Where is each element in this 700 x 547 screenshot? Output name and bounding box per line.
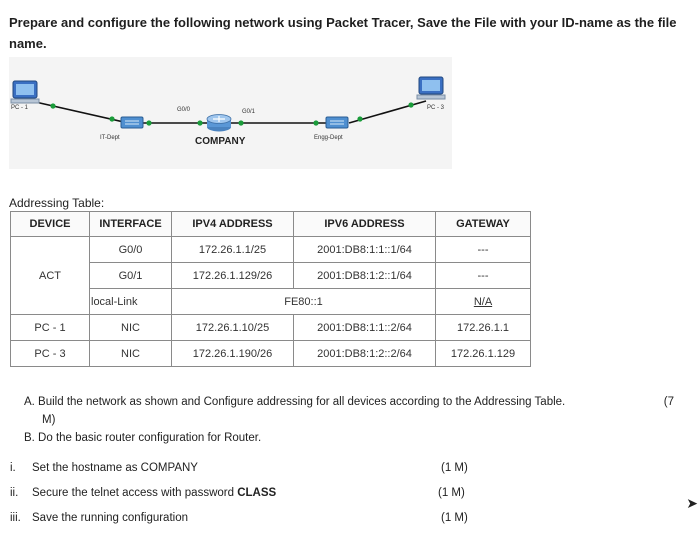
gateway-cell: ---: [435, 262, 531, 289]
pc-left-label: PC - 1: [11, 105, 29, 111]
subtask-password: CLASS: [237, 487, 277, 499]
task-a-mark: (7: [663, 396, 674, 408]
table-row: PC - 3 NIC 172.26.1.190/26 2001:DB8:1:2:…: [10, 340, 531, 367]
subtask-item: ii. Secure the telnet access with passwor…: [10, 487, 276, 499]
subtask-text: Secure the telnet access with password: [32, 487, 238, 499]
device-cell: PC - 3: [10, 340, 90, 367]
cursor-arrow-icon: ➤: [686, 495, 698, 511]
task-b-text: B. Do the basic router configuration for…: [24, 432, 262, 444]
subtask-number: iii.: [10, 512, 21, 524]
ipv6-cell: 2001:DB8:1:2::2/64: [293, 340, 436, 367]
pc-left-icon: [10, 80, 40, 104]
router-label: COMPANY: [195, 136, 246, 147]
switch-right-icon: [325, 116, 349, 129]
header-ipv4: IPV4 ADDRESS: [171, 211, 294, 237]
ipv6-cell: 2001:DB8:1:1::1/64: [293, 236, 436, 263]
ipv4-cell: 172.26.1.1/25: [171, 236, 294, 263]
switch-right-label: Engg-Dept: [314, 135, 343, 141]
gateway-cell-link-local: N/A: [435, 288, 531, 315]
header-device: DEVICE: [10, 211, 90, 237]
port-right-label: G0/1: [242, 109, 256, 115]
ipv4-cell: 172.26.1.190/26: [171, 340, 294, 367]
header-interface: INTERFACE: [89, 211, 172, 237]
task-a-mark-cont: M): [42, 414, 56, 426]
addressing-table: DEVICE INTERFACE IPV4 ADDRESS IPV6 ADDRE…: [10, 211, 531, 367]
task-a: A. Build the network as shown and Config…: [24, 392, 674, 412]
subtask-text: Set the hostname as COMPANY: [32, 462, 198, 474]
addressing-table-title: Addressing Table:: [9, 196, 105, 210]
subtask-number: i.: [10, 462, 16, 474]
question-heading: Prepare and configure the following netw…: [9, 15, 677, 51]
ipv4-cell: 172.26.1.129/26: [171, 262, 294, 289]
header-ipv6: IPV6 ADDRESS: [293, 211, 436, 237]
ipv6-cell: 2001:DB8:1:2::1/64: [293, 262, 436, 289]
subtask-text: Save the running configuration: [32, 512, 188, 524]
gateway-cell: 172.26.1.1: [435, 314, 531, 341]
router-icon: [206, 114, 232, 132]
pc-right-icon: [416, 76, 446, 100]
subtask-item: iii. Save the running configuration: [10, 512, 188, 524]
subtask-mark: (1 M): [438, 487, 465, 499]
header-gateway: GATEWAY: [435, 211, 531, 237]
interface-cell: NIC: [89, 314, 172, 341]
device-cell-act: ACT: [10, 236, 90, 315]
link-status-dots: [50, 102, 414, 126]
subtask-item: i. Set the hostname as COMPANY: [10, 462, 198, 474]
port-left-label: G0/0: [177, 107, 191, 113]
network-topology: [10, 76, 446, 132]
subtask-mark: (1 M): [441, 512, 468, 524]
ipv4-cell: 172.26.1.10/25: [171, 314, 294, 341]
table-row: local-Link FE80::1 N/A: [11, 288, 531, 315]
subtask-mark: (1 M): [441, 462, 468, 474]
device-cell: PC - 1: [10, 314, 90, 341]
subtask-number: ii.: [10, 487, 19, 499]
switch-left-label: IT-Dept: [100, 135, 120, 141]
table-header-row: DEVICE INTERFACE IPV4 ADDRESS IPV6 ADDRE…: [10, 211, 531, 237]
link-local-address-cell: FE80::1: [171, 288, 436, 315]
interface-cell-link-local: local-Link: [89, 288, 172, 315]
pc-right-label: PC - 3: [427, 105, 445, 111]
switch-left-icon: [120, 116, 144, 129]
task-a-text: A. Build the network as shown and Config…: [24, 396, 566, 408]
gateway-cell: 172.26.1.129: [435, 340, 531, 367]
table-row: ACT G0/0 172.26.1.1/25 2001:DB8:1:1::1/6…: [10, 236, 531, 315]
gateway-cell: ---: [435, 236, 531, 263]
network-diagram: PC - 1 PC - 3 G0/0 G0/1 IT-Dept Engg-Dep…: [9, 57, 452, 169]
interface-cell: NIC: [89, 340, 172, 367]
ipv6-cell: 2001:DB8:1:1::2/64: [293, 314, 436, 341]
interface-cell: G0/0: [89, 236, 172, 263]
table-row: PC - 1 NIC 172.26.1.10/25 2001:DB8:1:1::…: [10, 314, 531, 341]
interface-cell: G0/1: [89, 262, 172, 289]
